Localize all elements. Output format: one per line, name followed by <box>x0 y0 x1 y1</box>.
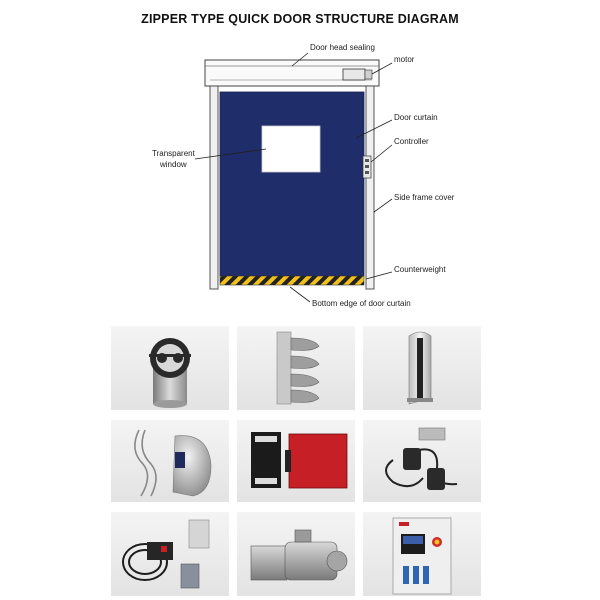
red-power-box <box>288 433 348 489</box>
photo-side-frame-profile <box>363 326 481 410</box>
left-side-frame <box>209 85 219 290</box>
photo-aluminum-roller-profile <box>111 326 229 410</box>
photo-remote-cables-and-bracket <box>363 420 481 502</box>
diagram-title: ZIPPER TYPE QUICK DOOR STRUCTURE DIAGRAM <box>141 12 459 26</box>
photo-cables-and-sensor-cover <box>111 420 229 502</box>
door-curtain <box>219 91 365 277</box>
label-counterweight: Counterweight <box>394 265 446 274</box>
label-controller: Controller <box>394 137 429 146</box>
photo-control-box <box>363 512 481 596</box>
right-side-frame <box>365 85 375 290</box>
label-transparent-window-1: Transparent <box>152 149 196 158</box>
label-bottom-edge: Bottom edge of door curtain <box>312 299 411 308</box>
photo-photocell-sensor-and-bracket <box>111 512 229 596</box>
transparent-window <box>261 125 321 173</box>
label-door-curtain: Door curtain <box>394 113 438 122</box>
photo-relay-and-red-power-box <box>237 420 355 502</box>
label-door-head-sealing: Door head sealing <box>310 43 375 52</box>
label-motor: motor <box>394 55 415 64</box>
photo-servo-motor-gearbox <box>237 512 355 596</box>
label-transparent-window-2: window <box>159 160 187 169</box>
label-side-frame-cover: Side frame cover <box>394 193 455 202</box>
counterweight-bar <box>219 275 365 286</box>
door-structure-diagram: Door head sealing motor Door curtain Con… <box>152 43 455 308</box>
motor-icon <box>342 68 366 81</box>
photo-guide-rail-profile <box>237 326 355 410</box>
